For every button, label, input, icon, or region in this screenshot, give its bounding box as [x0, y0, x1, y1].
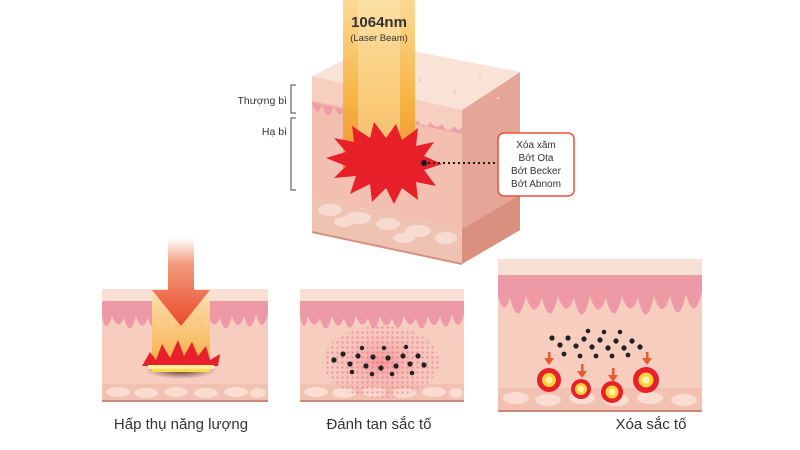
- downward-arrow-icon: [152, 238, 210, 326]
- layer-brackets: [290, 84, 296, 191]
- pigment-burst: [326, 122, 442, 204]
- treatment-item: Bớt Ota: [519, 153, 554, 164]
- epidermis-label: Thượng bì: [237, 95, 287, 107]
- step-panel-clear: [498, 259, 702, 412]
- energy-burst: [142, 340, 220, 366]
- downward-arrow-icon: [544, 352, 652, 382]
- step-panel-shatter: [300, 289, 464, 402]
- laser-subtitle-label: (Laser Beam): [350, 33, 408, 44]
- treatment-item: Bớt Abnom: [511, 179, 561, 190]
- treatments-box: [497, 132, 575, 197]
- pigment-fragments: [331, 344, 427, 377]
- dermis-label: Hạ bì: [262, 126, 287, 138]
- pigment-particles: [549, 328, 643, 359]
- treatment-item: Bớt Becker: [511, 166, 562, 177]
- step-caption-clear: Xóa sắc tố: [615, 416, 687, 433]
- macrophage-cells: [537, 367, 659, 403]
- step-caption-shatter: Đánh tan sắc tố: [326, 416, 432, 433]
- laser-wavelength-label: 1064nm: [351, 14, 407, 31]
- step-panel-absorb: [102, 238, 268, 402]
- treatment-item: Xóa xăm: [516, 140, 555, 151]
- step-caption-absorb: Hấp thụ năng lượng: [113, 416, 249, 433]
